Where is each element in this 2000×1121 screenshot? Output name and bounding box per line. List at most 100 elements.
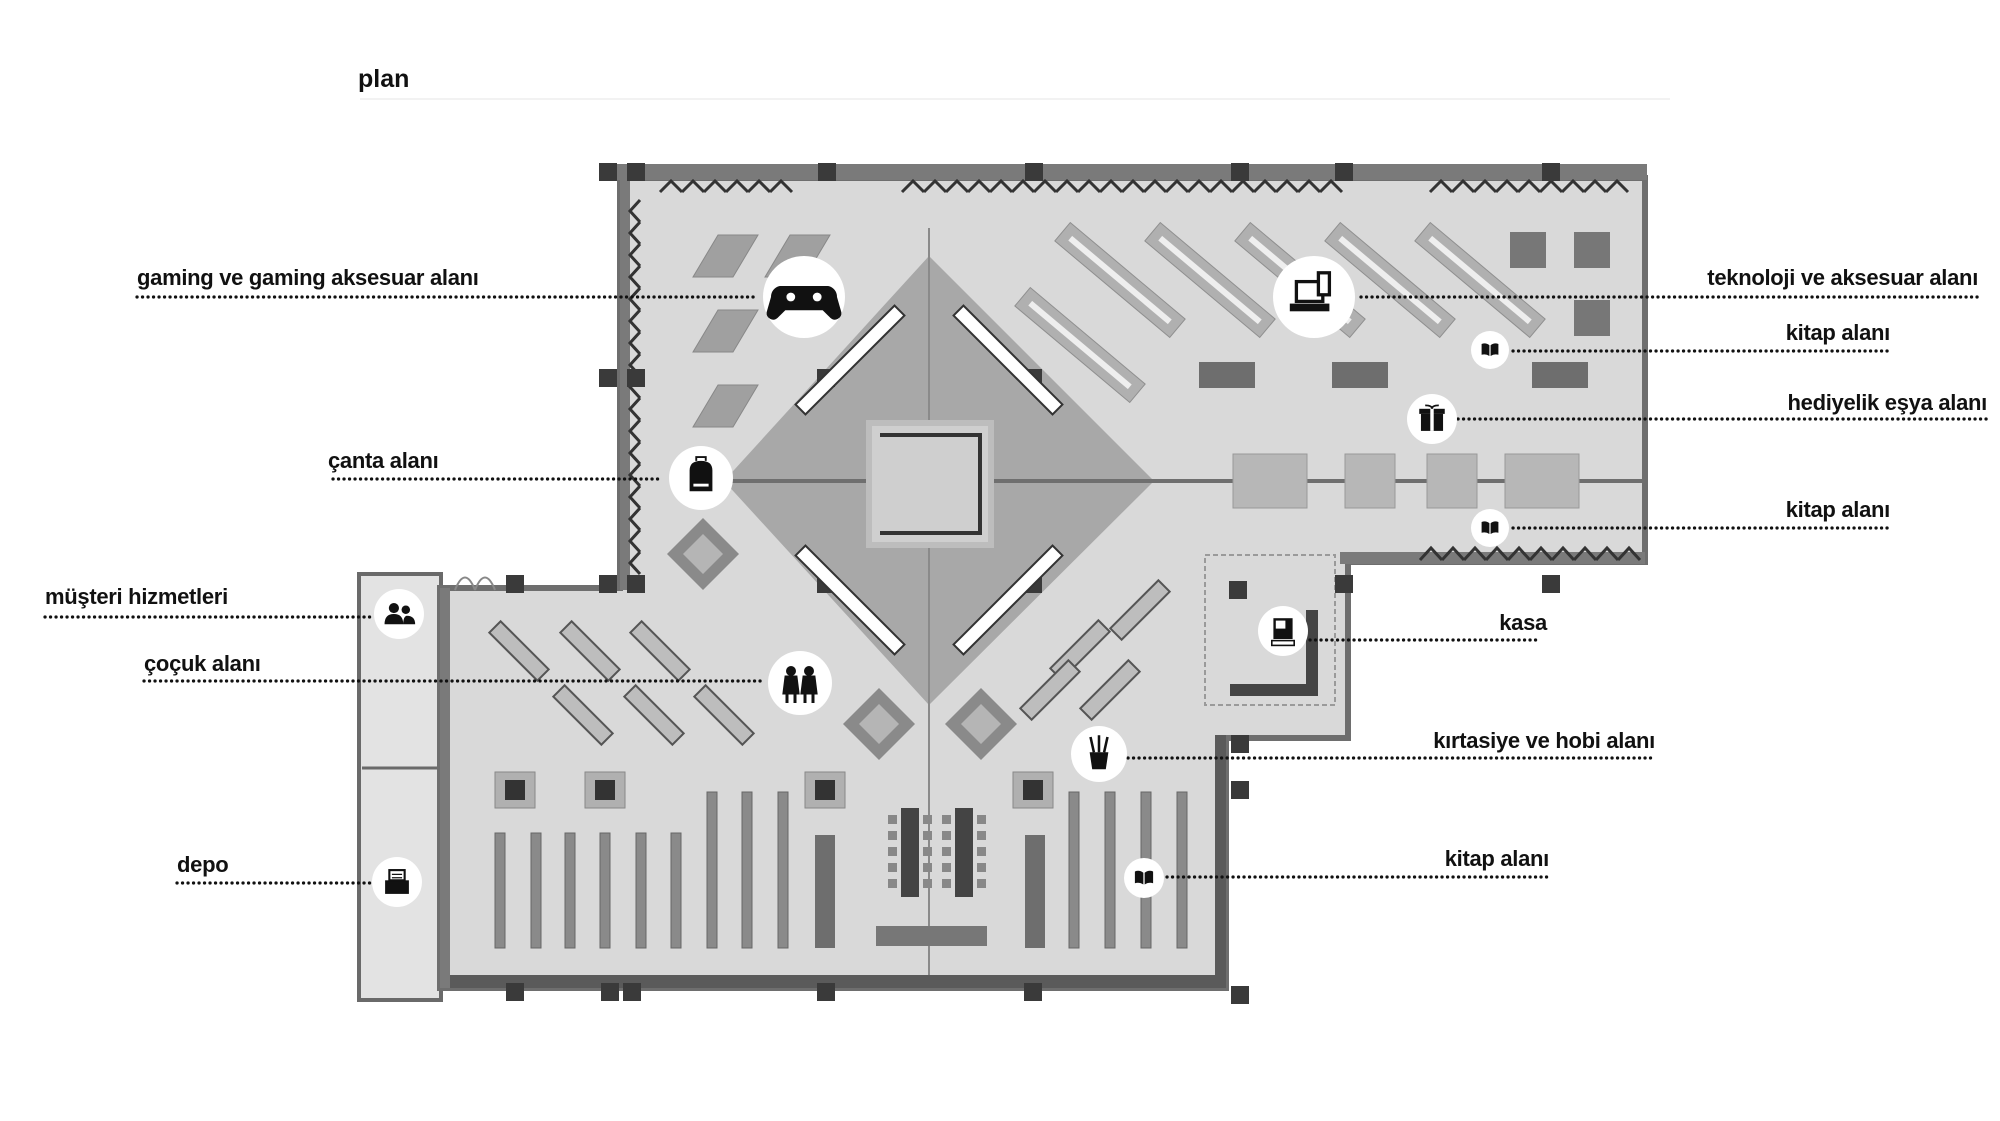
zigzag-display bbox=[966, 178, 992, 194]
column bbox=[599, 575, 617, 593]
perimeter-shelf bbox=[952, 544, 1064, 656]
top-wall bbox=[600, 164, 1647, 180]
column bbox=[1231, 986, 1249, 1004]
gaming-display-table bbox=[692, 309, 759, 353]
zigzag-display bbox=[1494, 178, 1520, 194]
column bbox=[623, 983, 641, 1001]
callout-kirtasiye: kırtasiye ve hobi alanı bbox=[1071, 726, 1657, 782]
chair bbox=[942, 831, 951, 840]
display-block bbox=[1199, 362, 1255, 388]
column bbox=[1025, 163, 1043, 181]
zigzag-display bbox=[1440, 545, 1466, 562]
callout-kasa: kasa bbox=[1258, 606, 1548, 656]
area-label: kitap alanı bbox=[1786, 320, 1890, 345]
column bbox=[1542, 575, 1560, 593]
column bbox=[818, 163, 836, 181]
gaming-display-table bbox=[692, 384, 759, 428]
zigzag-display bbox=[1450, 178, 1476, 194]
chair bbox=[942, 879, 951, 888]
book-shelf bbox=[599, 832, 611, 949]
callout-musteri: müşteri hizmetleri bbox=[43, 584, 424, 639]
book-icon bbox=[1481, 343, 1499, 356]
column bbox=[1024, 983, 1042, 1001]
icon-badge bbox=[1124, 858, 1164, 898]
zigzag-display bbox=[627, 418, 642, 444]
zigzag-display bbox=[1462, 545, 1488, 562]
callout-cocuk: çoçuk alanı bbox=[142, 651, 832, 715]
area-label: teknoloji ve aksesuar alanı bbox=[1707, 265, 1978, 290]
chair bbox=[977, 831, 986, 840]
book-icon bbox=[1134, 870, 1154, 885]
column bbox=[817, 983, 835, 1001]
chair bbox=[942, 847, 951, 856]
icon-badge bbox=[768, 651, 832, 715]
cash-register-icon bbox=[1270, 618, 1296, 647]
book-shelf bbox=[494, 832, 506, 949]
zigzag-display bbox=[1594, 545, 1620, 562]
column bbox=[1231, 735, 1249, 753]
chair bbox=[888, 879, 897, 888]
column bbox=[506, 983, 524, 1001]
people-icon bbox=[384, 602, 416, 625]
zigzag-display bbox=[1516, 178, 1542, 194]
bench-shelf bbox=[1078, 658, 1142, 722]
icon-badge bbox=[1273, 256, 1355, 338]
zigzag-display bbox=[1142, 178, 1168, 194]
pencil-cup-icon bbox=[1089, 735, 1109, 770]
chair bbox=[977, 863, 986, 872]
book-shelf bbox=[815, 835, 835, 948]
gamepad-icon bbox=[766, 286, 842, 320]
chair bbox=[923, 879, 932, 888]
perimeter-shelf bbox=[794, 304, 906, 416]
bench-shelf bbox=[628, 619, 692, 683]
chair bbox=[977, 879, 986, 888]
display-block bbox=[1510, 232, 1546, 268]
display-block bbox=[1532, 362, 1588, 388]
zigzag-display bbox=[1604, 178, 1630, 194]
chair bbox=[888, 815, 897, 824]
tech-display-table bbox=[1144, 221, 1276, 339]
tech-display-table bbox=[1014, 286, 1146, 404]
zigzag-display bbox=[1296, 178, 1322, 194]
entrance-door bbox=[454, 576, 496, 591]
zigzag-display bbox=[1186, 178, 1212, 194]
chair bbox=[977, 815, 986, 824]
zigzag-display bbox=[627, 308, 642, 334]
plan-title: plan bbox=[358, 65, 409, 93]
book-shelf bbox=[1104, 791, 1116, 949]
column bbox=[1231, 163, 1249, 181]
area-label: kitap alanı bbox=[1445, 846, 1549, 871]
zigzag-display bbox=[627, 550, 642, 576]
book-shelf bbox=[777, 791, 789, 949]
typewriter-icon bbox=[385, 869, 409, 894]
column bbox=[627, 163, 645, 181]
chair bbox=[888, 863, 897, 872]
display-block bbox=[1574, 232, 1610, 268]
area-label: kasa bbox=[1499, 610, 1548, 635]
column bbox=[599, 369, 617, 387]
zigzag-display bbox=[1582, 178, 1608, 194]
area-label: kırtasiye ve hobi alanı bbox=[1433, 728, 1655, 753]
book-shelf bbox=[1176, 791, 1188, 949]
zigzag-display bbox=[1560, 178, 1586, 194]
tech-display-table bbox=[1324, 221, 1456, 339]
gift-icon bbox=[1419, 404, 1445, 431]
callout-teknoloji: teknoloji ve aksesuar alanı bbox=[1273, 256, 1980, 338]
zigzag-display bbox=[627, 242, 642, 268]
column bbox=[1335, 575, 1353, 593]
zigzag-display bbox=[627, 462, 642, 488]
display-block bbox=[1574, 300, 1610, 336]
zigzag-display bbox=[1098, 178, 1124, 194]
zigzag-display bbox=[627, 198, 642, 224]
book-shelf bbox=[706, 791, 718, 949]
area-label: hediyelik eşya alanı bbox=[1788, 390, 1987, 415]
zigzag-display bbox=[944, 178, 970, 194]
tech-display-table bbox=[1414, 221, 1546, 339]
book-table bbox=[1344, 453, 1396, 509]
zigzag-display bbox=[627, 264, 642, 290]
callout-hediyelik: hediyelik eşya alanı bbox=[1407, 390, 1989, 444]
column bbox=[1231, 781, 1249, 799]
icon-badge bbox=[374, 589, 424, 639]
chair bbox=[942, 815, 951, 824]
